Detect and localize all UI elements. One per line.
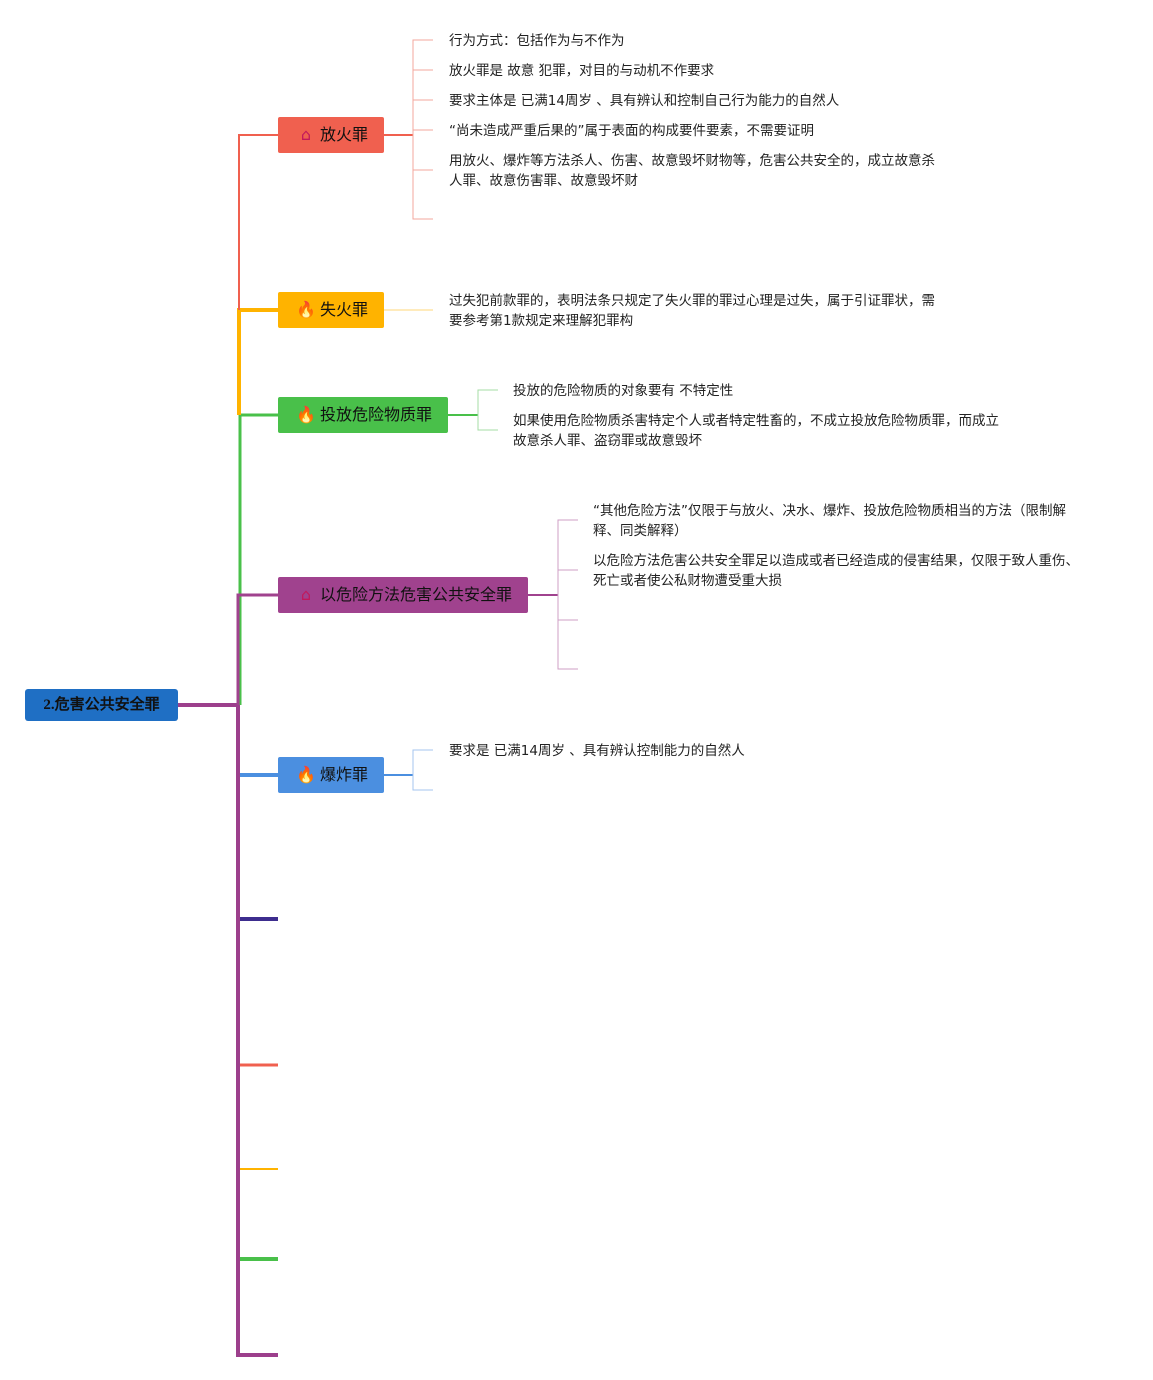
house-icon: ⌂: [300, 125, 312, 144]
leaf-text: “其他危险方法”仅限于与放火、决水、爆炸、投放危险物质相当的方法（限制解释、同类…: [593, 503, 1066, 539]
leaf-text: 行为方式：包括作为与不作为: [449, 33, 625, 49]
branch-label: 失火罪: [320, 300, 369, 319]
branch-explosion[interactable]: 🔥爆炸罪: [278, 757, 384, 793]
branch-dangerous-methods[interactable]: ⌂ 以危险方法危害公共安全罪: [278, 577, 528, 613]
leaf-text: 过失犯前款罪的，表明法条只规定了失火罪的罪过心理是过失，属于引证罪状，需要参考第…: [449, 293, 935, 329]
house-icon: ⌂: [300, 585, 312, 604]
leaf-text: “尚未造成严重后果的”属于表面的构成要件要素，不需要证明: [449, 123, 814, 139]
leaf-text: 投放的危险物质的对象要有 不特定性: [513, 383, 734, 399]
leaf-text: 用放火、爆炸等方法杀人、伤害、故意毁坏财物等，危害公共安全的，成立故意杀人罪、故…: [449, 153, 935, 189]
leaf-text: 要求是 已满14周岁 、具有辨认控制能力的自然人: [449, 743, 745, 759]
branch-dangerous-substances[interactable]: 🔥投放危险物质罪: [278, 397, 448, 433]
branch-negligent-fire[interactable]: 🔥失火罪: [278, 292, 384, 328]
branch-label: 投放危险物质罪: [320, 405, 433, 424]
branch-label: 以危险方法危害公共安全罪: [320, 585, 513, 604]
leaf-text: 放火罪是 故意 犯罪，对目的与动机不作要求: [449, 63, 715, 79]
leaf-text: 以危险方法危害公共安全罪足以造成或者已经造成的侵害结果，仅限于致人重伤、死亡或者…: [593, 553, 1079, 589]
leaf-text: 要求主体是 已满14周岁 、具有辨认和控制自己行为能力的自然人: [449, 93, 840, 109]
branch-arson[interactable]: ⌂ 放火罪: [278, 117, 384, 153]
fire-icon: 🔥: [296, 765, 316, 784]
branch-label: 爆炸罪: [320, 765, 369, 784]
fire-icon: 🔥: [296, 405, 316, 424]
branch-label: 放火罪: [320, 125, 369, 144]
fire-icon: 🔥: [296, 300, 316, 319]
root-topic[interactable]: 2.危害公共安全罪: [25, 689, 178, 721]
leaf-text: 如果使用危险物质杀害特定个人或者特定牲畜的，不成立投放危险物质罪，而成立故意杀人…: [513, 413, 999, 449]
